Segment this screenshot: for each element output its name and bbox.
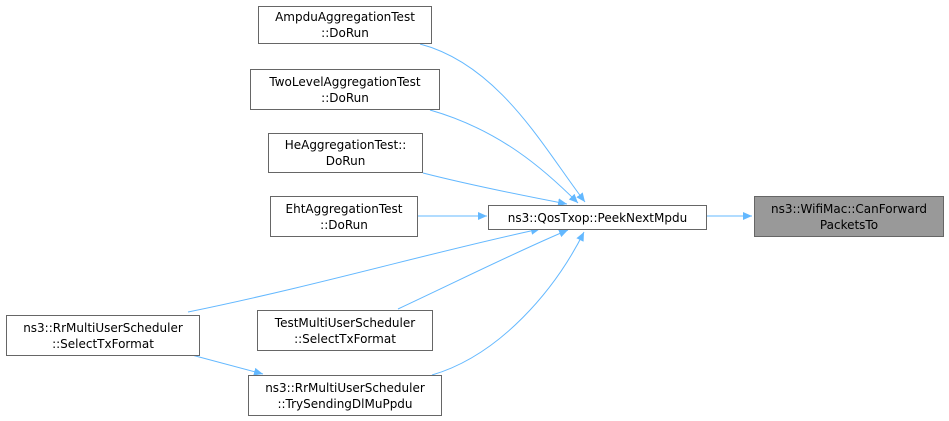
node-testmultiuserscheduler-selecttxformat[interactable]: TestMultiUserScheduler ::SelectTxFormat xyxy=(257,310,433,351)
node-label-line1: HeAggregationTest:: xyxy=(284,138,407,152)
node-twolevel-aggregation-test-dorun[interactable]: TwoLevelAggregationTest ::DoRun xyxy=(250,69,440,110)
node-label-line1: AmpduAggregationTest xyxy=(275,10,415,24)
edge-rrselect-to-peek xyxy=(187,226,541,313)
edge-testmu-to-peek xyxy=(397,229,569,310)
node-label-line1: TwoLevelAggregationTest xyxy=(269,74,421,89)
node-label-line1: ns3::QosTxop::PeekNextMpdu xyxy=(507,210,688,225)
node-label-line2: ::SelectTxFormat xyxy=(294,331,396,346)
node-qostxop-peeknextmpdu[interactable]: ns3::QosTxop::PeekNextMpdu xyxy=(488,205,707,230)
node-rrmultiuserscheduler-selecttxformat[interactable]: ns3::RrMultiUserScheduler ::SelectTxForm… xyxy=(6,315,200,356)
node-label-line2: ::DoRun xyxy=(320,217,368,232)
node-label-line2: ::SelectTxFormat xyxy=(52,336,154,351)
node-label-line1: ns3::RrMultiUserScheduler xyxy=(23,320,183,335)
edge-twolevel-to-peek xyxy=(429,109,579,204)
node-label-line1: TestMultiUserScheduler xyxy=(274,315,416,330)
node-wifimac-canforwardpacketsto: ns3::WifiMac::CanForward PacketsTo xyxy=(754,196,944,237)
node-label-line2: ::DoRun xyxy=(321,90,369,105)
node-label-line2: ::DoRun xyxy=(321,26,369,40)
edge-rrtry-to-peek xyxy=(431,231,585,376)
node-label-line1: ns3::WifiMac::CanForward xyxy=(770,201,928,216)
node-ampdu-aggregation-test-dorun[interactable]: AmpduAggregationTest ::DoRun xyxy=(258,6,432,44)
edge-rrselect-to-rrtry xyxy=(187,353,264,376)
node-eht-aggregation-test-dorun[interactable]: EhtAggregationTest ::DoRun xyxy=(270,196,418,237)
edge-ampdu-to-peek xyxy=(419,43,586,203)
node-rrmultiuserscheduler-trysendingdlmuppdu[interactable]: ns3::RrMultiUserScheduler ::TrySendingDl… xyxy=(248,375,442,416)
node-label-line2: ::TrySendingDlMuPpdu xyxy=(277,396,413,411)
node-label-line2: DoRun xyxy=(325,154,366,168)
node-he-aggregation-test-dorun[interactable]: HeAggregationTest:: DoRun xyxy=(268,133,423,173)
edge-he-to-peek xyxy=(422,172,568,207)
node-label-line1: EhtAggregationTest xyxy=(285,201,403,216)
node-label-line2: PacketsTo xyxy=(819,217,879,232)
node-label-line1: ns3::RrMultiUserScheduler xyxy=(265,380,425,395)
